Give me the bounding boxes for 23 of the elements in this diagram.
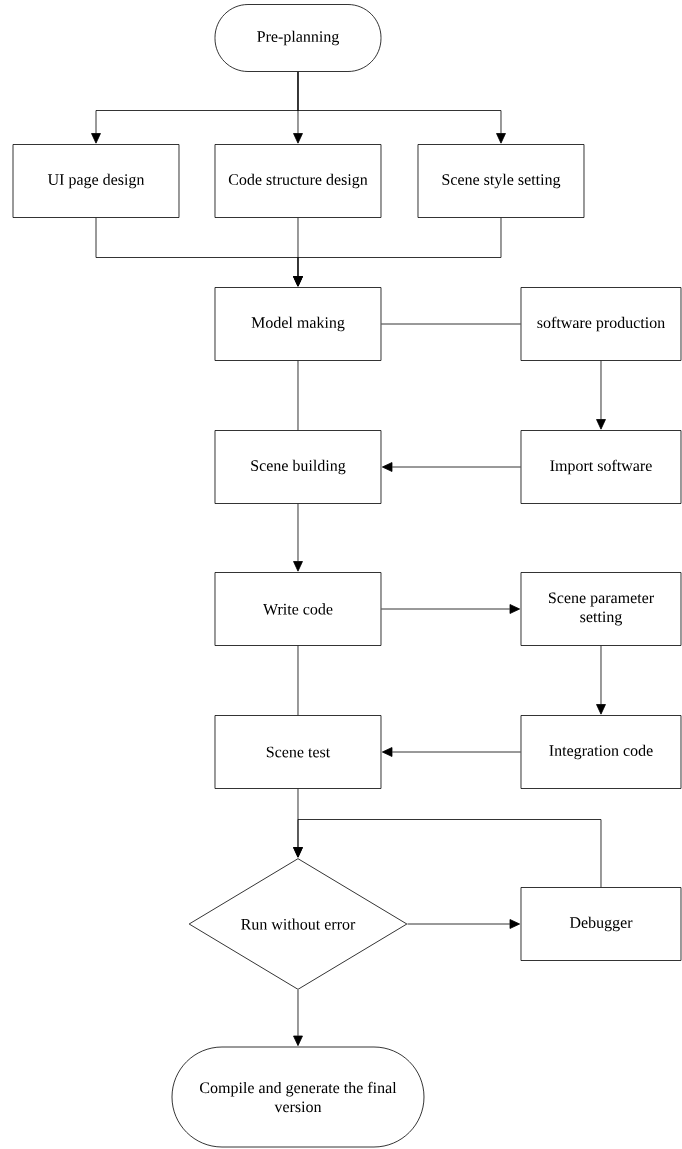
- process-box: Model making: [214, 287, 382, 361]
- process-box: Write code: [214, 572, 382, 646]
- arrow: [293, 989, 303, 1047]
- arrow: [293, 819, 602, 888]
- process-box: Scene parameter setting: [520, 572, 682, 646]
- process-box: Scene test: [214, 715, 382, 789]
- process-box: Import software: [520, 430, 682, 504]
- process-box: Code structure design: [214, 144, 382, 218]
- arrow: [293, 217, 502, 287]
- process-box: Scene building: [214, 430, 382, 504]
- process-box: software production: [520, 287, 682, 361]
- arrow: [407, 919, 521, 929]
- arrow: [293, 503, 303, 572]
- arrow: [297, 71, 506, 144]
- process-box: UI page design: [12, 144, 180, 218]
- process-box: Scene style setting: [417, 144, 585, 218]
- process-box: Integration code: [520, 715, 682, 789]
- arrow: [596, 360, 606, 430]
- arrow: [381, 747, 521, 757]
- arrow: [381, 462, 521, 472]
- process-box: Debugger: [520, 887, 682, 961]
- arrow: [381, 604, 521, 614]
- arrow: [596, 645, 606, 715]
